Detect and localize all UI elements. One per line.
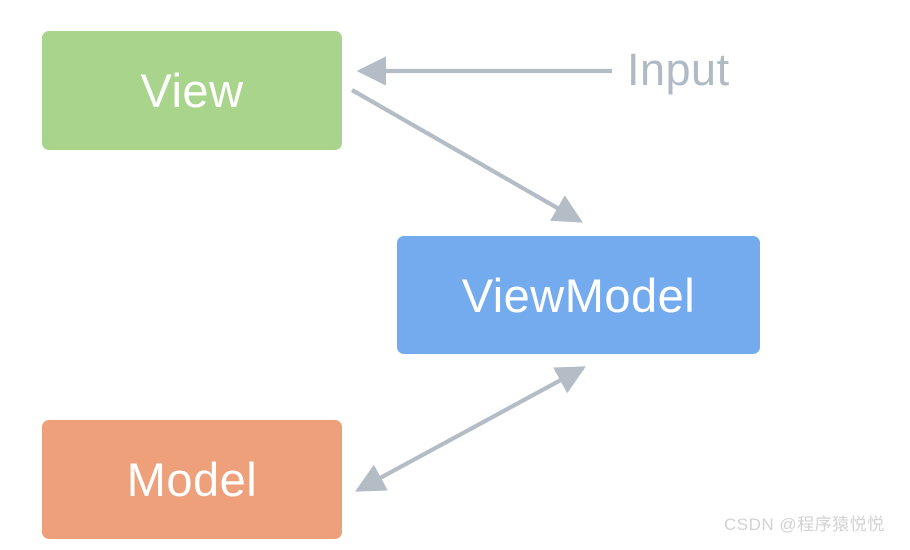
node-viewmodel[interactable]: ViewModel bbox=[397, 236, 760, 354]
node-viewmodel-label: ViewModel bbox=[461, 268, 696, 322]
node-model[interactable]: Model bbox=[42, 420, 342, 539]
node-view[interactable]: View bbox=[42, 31, 342, 150]
watermark: CSDN @程序猿悦悦 bbox=[724, 515, 885, 534]
node-model-label: Model bbox=[126, 453, 258, 506]
node-view-label: View bbox=[140, 64, 244, 117]
arrow-model-viewmodel bbox=[355, 366, 586, 492]
input-label: Input bbox=[627, 44, 730, 95]
arrow-view-to-viewmodel bbox=[350, 88, 583, 223]
